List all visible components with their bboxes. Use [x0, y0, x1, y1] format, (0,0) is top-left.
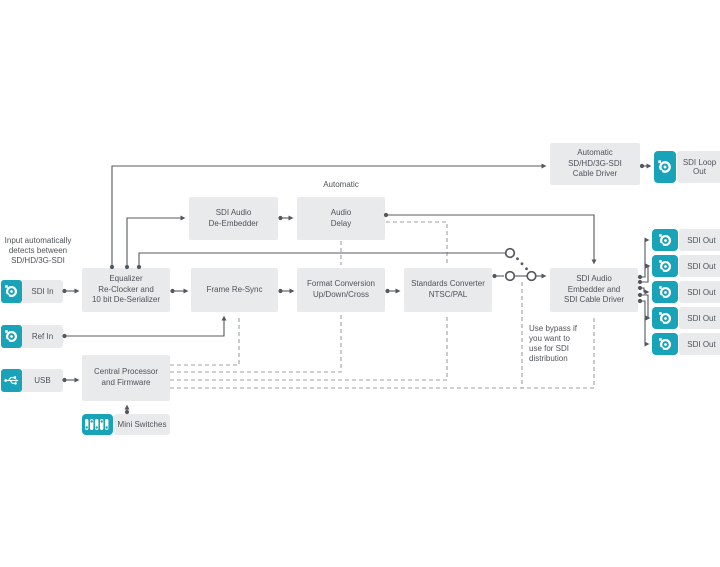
ref-in-label: Ref In: [22, 325, 63, 348]
dip-switches-icon: [82, 414, 113, 435]
block-equalizer: Equalizer Re-Clocker and 10 bit De-Seria…: [82, 268, 170, 312]
block-audio-delay: Audio Delay: [297, 197, 385, 240]
sdi-out-label: SDI Out: [679, 229, 720, 251]
block-sdi-embedder: SDI Audio Embedder and SDI Cable Driver: [550, 268, 638, 312]
block-format-conversion: Format Conversion Up/Down/Cross: [297, 268, 385, 312]
block-frame-resync: Frame Re-Sync: [191, 268, 278, 312]
bnc-icon: [652, 281, 678, 303]
usb-icon: [1, 369, 22, 392]
sdi-out-label: SDI Out: [679, 333, 720, 355]
bnc-icon: [652, 333, 678, 355]
block-cable-driver: Automatic SD/HD/3G-SDI Cable Driver: [550, 143, 640, 185]
sdi-out-label: SDI Out: [679, 281, 720, 303]
sdi-loop-out-label: SDI Loop Out: [677, 151, 720, 183]
block-central-processor: Central Processor and Firmware: [82, 355, 170, 401]
automatic-label: Automatic: [323, 180, 359, 189]
sdi-out-label: SDI Out: [679, 255, 720, 277]
bypass-note: Use bypass if you want to use for SDI di…: [529, 324, 578, 363]
block-standards-converter: Standards Converter NTSC/PAL: [404, 268, 492, 312]
bnc-icon: [652, 229, 678, 251]
bnc-icon: [1, 325, 22, 348]
sdi-in-label: SDI In: [22, 280, 63, 303]
usb-label: USB: [22, 369, 63, 392]
bnc-icon: [654, 151, 676, 183]
input-note: Input automatically detects between SD/H…: [4, 236, 72, 265]
bnc-icon: [652, 307, 678, 329]
sdi-out-label: SDI Out: [679, 307, 720, 329]
bnc-icon: [1, 280, 22, 303]
block-sdi-deembedder: SDI Audio De-Embedder: [189, 197, 278, 240]
bypass-switch-icon: [504, 247, 537, 282]
bnc-icon: [652, 255, 678, 277]
mini-switches-label: Mini Switches: [114, 414, 170, 435]
